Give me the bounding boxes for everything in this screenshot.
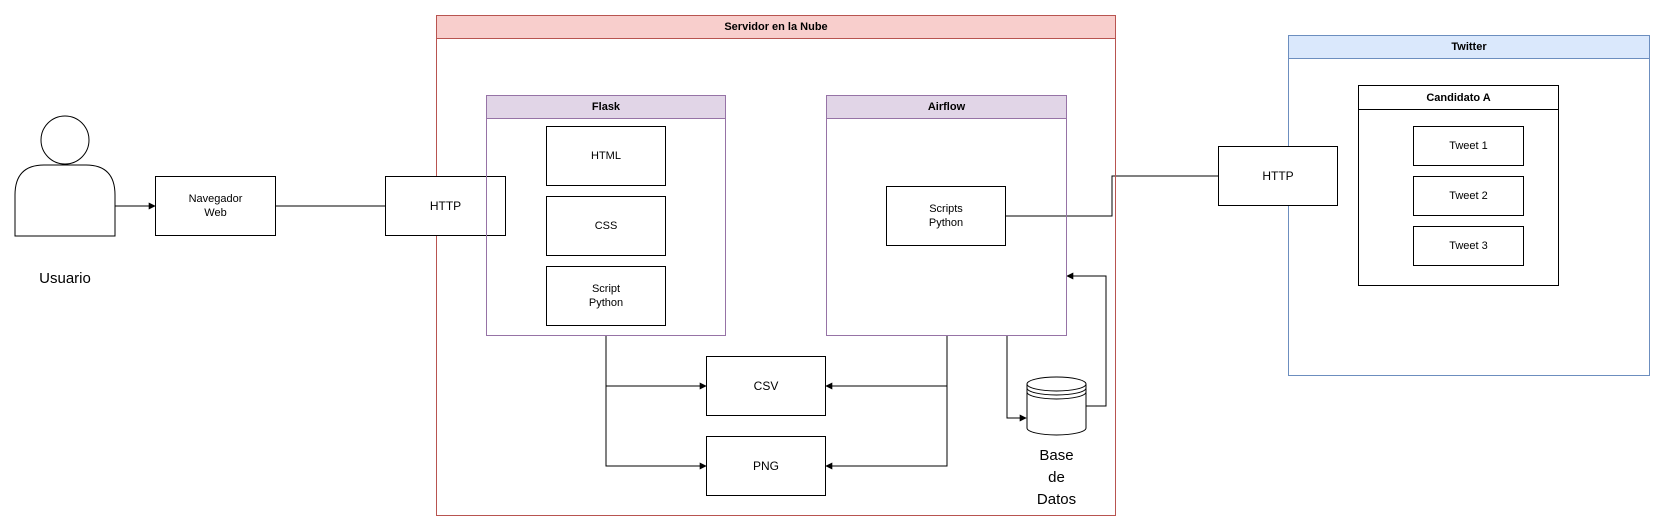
- edge-scripts-to-http: [1006, 175, 1218, 217]
- png-output[interactable]: PNG: [706, 436, 826, 496]
- cloud-server-header: Servidor en la Nube: [437, 16, 1115, 39]
- tweet-2[interactable]: Tweet 2: [1413, 176, 1524, 216]
- flask-container: Flask: [486, 95, 726, 336]
- database-label: Base de Datos: [1036, 447, 1077, 508]
- edge-airflow-to-database: [1006, 336, 1027, 422]
- web-browser-node[interactable]: Navegador Web: [155, 176, 276, 236]
- airflow-header: Airflow: [827, 96, 1066, 119]
- airflow-container: Airflow: [826, 95, 1067, 336]
- csv-output[interactable]: CSV: [706, 356, 826, 416]
- user-icon: [14, 115, 116, 237]
- cloud-server-container: Servidor en la Nube: [436, 15, 1116, 516]
- twitter-container: Twitter: [1288, 35, 1650, 376]
- edge-flask-to-png: [605, 386, 707, 470]
- http-left-node[interactable]: HTTP: [385, 176, 506, 236]
- edge-airflow-to-png: [825, 386, 948, 470]
- user-label: Usuario: [39, 270, 91, 287]
- http-right-node[interactable]: HTTP: [1218, 146, 1338, 206]
- flask-item-css[interactable]: CSS: [546, 196, 666, 256]
- candidate-header: Candidato A: [1359, 86, 1558, 110]
- database-node[interactable]: [1026, 376, 1087, 436]
- tweet-3[interactable]: Tweet 3: [1413, 226, 1524, 266]
- user-actor: [14, 115, 116, 237]
- twitter-header: Twitter: [1289, 36, 1649, 59]
- airflow-scripts-python[interactable]: Scripts Python: [886, 186, 1006, 246]
- tweet-1[interactable]: Tweet 1: [1413, 126, 1524, 166]
- database-cylinder-icon: [1026, 376, 1087, 436]
- flask-item-html[interactable]: HTML: [546, 126, 666, 186]
- flask-header: Flask: [487, 96, 725, 119]
- edge-database-to-airflow: [1066, 272, 1107, 407]
- flask-item-script-python[interactable]: Script Python: [546, 266, 666, 326]
- candidate-container: Candidato A: [1358, 85, 1559, 286]
